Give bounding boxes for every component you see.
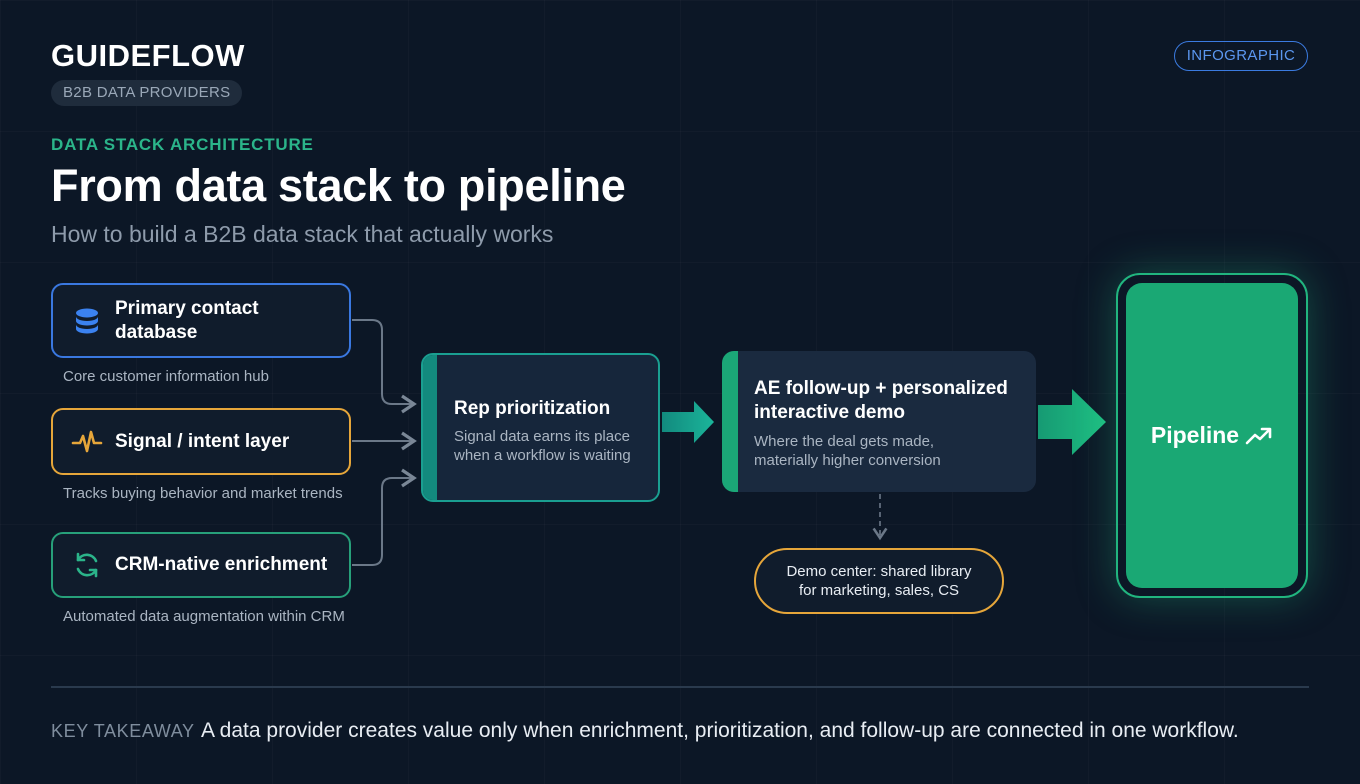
source-label: Signal / intent layer: [115, 430, 290, 452]
trend-up-icon: [1245, 427, 1272, 444]
demo-center-text: Demo center: shared library for marketin…: [786, 563, 972, 599]
card-title: AE follow-up + personalized interactive …: [754, 378, 1008, 423]
pipeline-inner: Pipeline: [1126, 283, 1298, 588]
arrow-ae-to-pipeline: [1038, 389, 1106, 455]
connector-crm-to-rep: [352, 468, 417, 566]
pulse-icon: [71, 430, 103, 452]
key-takeaway-text: A data provider creates value only when …: [201, 719, 1239, 742]
eyebrow-label: DATA STACK ARCHITECTURE: [51, 135, 314, 154]
connector-database-to-rep: [352, 319, 417, 414]
card-description: Signal data earns its place when a workf…: [454, 428, 631, 464]
card-accent-bar: [423, 355, 437, 500]
refresh-icon: [76, 552, 98, 578]
source-description: Core customer information hub: [63, 368, 269, 385]
ae-follow-up-card[interactable]: AE follow-up + personalized interactive …: [722, 351, 1036, 492]
source-crm-native-enrichment[interactable]: CRM-native enrichment: [51, 532, 351, 598]
footer-divider: [51, 686, 1309, 688]
card-description: Where the deal gets made, materially hig…: [754, 433, 941, 469]
source-description: Tracks buying behavior and market trends: [63, 485, 343, 502]
brand-subtitle-badge: B2B DATA PROVIDERS: [51, 80, 243, 106]
source-primary-contact-database[interactable]: Primary contact database: [51, 283, 351, 358]
key-takeaway-label: KEY TAKEAWAY: [51, 721, 195, 741]
pipeline-box[interactable]: Pipeline: [1116, 273, 1308, 598]
source-description: Automated data augmentation within CRM: [63, 608, 345, 625]
database-icon: [76, 308, 98, 333]
page-subtitle: How to build a B2B data stack that actua…: [51, 221, 554, 247]
source-label: Primary contact database: [115, 297, 259, 343]
source-signal-intent-layer[interactable]: Signal / intent layer: [51, 408, 351, 475]
demo-center-pill[interactable]: Demo center: shared library for marketin…: [754, 548, 1004, 614]
card-title: Rep prioritization: [454, 398, 611, 419]
source-label: CRM-native enrichment: [115, 554, 328, 575]
rep-prioritization-card[interactable]: Rep prioritization Signal data earns its…: [421, 353, 660, 502]
page-title: From data stack to pipeline: [51, 160, 626, 211]
pipeline-label: Pipeline: [1150, 422, 1240, 448]
infographic-tag: INFOGRAPHIC: [1174, 41, 1308, 71]
card-accent-bar: [722, 351, 738, 492]
brand-name: GUIDEFLOW: [51, 38, 245, 73]
arrow-rep-to-ae: [662, 401, 714, 443]
